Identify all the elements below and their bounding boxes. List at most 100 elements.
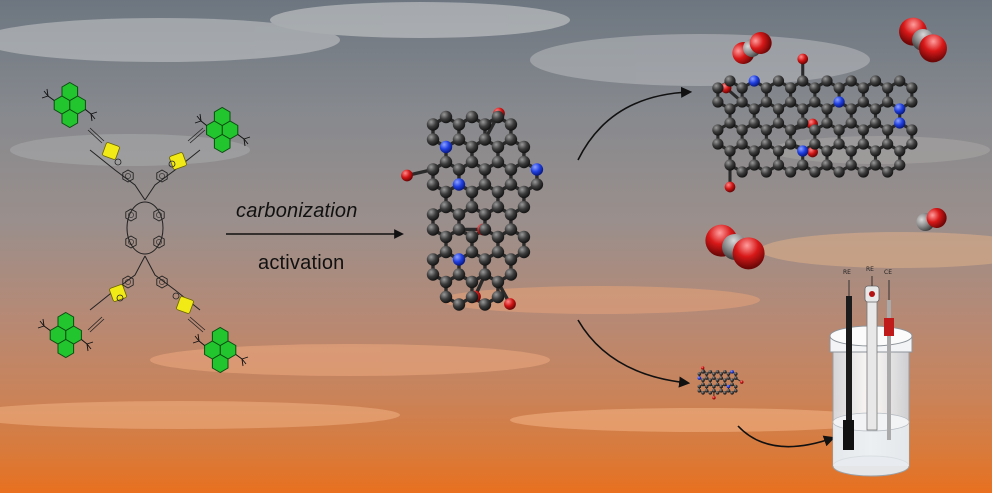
carbon-atom (465, 275, 479, 289)
nitrogen-atom (452, 178, 466, 191)
carbon-atom (733, 388, 738, 393)
carbon-atom (809, 138, 821, 150)
carbon-atom (719, 372, 723, 376)
doped-carbon-structure (401, 107, 544, 311)
carbon-atom (723, 382, 727, 387)
carbon-atom (491, 185, 505, 199)
oxygen-atom (401, 169, 413, 182)
carbon-atom (821, 117, 833, 129)
carbon-atom (504, 163, 518, 176)
carbon-atom (894, 145, 906, 157)
carbon-atom (845, 117, 857, 129)
small-carbon-structure (697, 366, 744, 400)
carbon-atom (882, 124, 894, 136)
carbon-atom (491, 245, 505, 259)
carbon-atom (869, 159, 882, 171)
carbon-atom (452, 268, 466, 281)
carbon-atom (452, 208, 466, 221)
carbon-atom (772, 117, 785, 129)
nitrogen-atom (439, 140, 453, 154)
carbon-atom (478, 298, 492, 311)
carbon-atom (439, 245, 453, 259)
carbon-atom (833, 138, 845, 150)
carbon-atom (748, 145, 760, 157)
carbon-atom (465, 110, 479, 124)
carbon-atom (701, 382, 705, 387)
carbon-atom (894, 159, 906, 171)
carbon-atom (760, 138, 772, 150)
oxygen-atom (797, 53, 809, 65)
carbon-atom (708, 378, 713, 383)
carbonization-label: carbonization (236, 200, 358, 222)
carbon-atom (517, 185, 531, 199)
carbon-atom (809, 124, 821, 136)
carbon-atom (426, 223, 440, 236)
carbon-atom (733, 372, 738, 376)
carbon-atom (748, 117, 760, 129)
carbon-atom (426, 253, 440, 266)
carbon-atom (906, 138, 918, 150)
carbon-atom (704, 372, 709, 376)
carbon-atom (704, 384, 709, 389)
carbon-atom (452, 223, 466, 236)
precursor-molecule (37, 82, 251, 373)
carbon-atom (821, 103, 833, 115)
carbon-atom (504, 223, 518, 236)
carbon-atom (857, 82, 869, 94)
nitrogen-atom (530, 163, 544, 176)
activation-label: activation (258, 252, 345, 274)
co-molecule (916, 207, 947, 232)
carbon-atom (894, 75, 906, 87)
carbon-atom (465, 185, 479, 199)
carbon-atom (708, 391, 713, 395)
carbon-atom (504, 178, 518, 191)
carbon-atom (701, 370, 705, 374)
carbon-atom (704, 376, 709, 380)
carbon-atom (478, 268, 492, 281)
nitrogen-atom (730, 370, 734, 374)
carbon-atom (452, 118, 466, 131)
carbon-atom (906, 82, 918, 94)
carbon-atom (439, 110, 453, 124)
carbon-atom (772, 75, 785, 87)
carbon-atom (833, 166, 845, 178)
carbon-atom (517, 200, 531, 214)
carbon-atom (736, 138, 748, 150)
electrode-labels: RE RE CE (843, 266, 892, 276)
arrow-to-cell (737, 425, 836, 448)
carbon-atom (491, 110, 505, 124)
carbon-atom (821, 75, 833, 87)
carbon-atom (715, 382, 720, 387)
carbon-atom (809, 96, 821, 108)
carbon-atom (723, 391, 727, 395)
carbon-atom (736, 166, 748, 178)
oxygen-atom (724, 181, 736, 193)
nitrogen-atom (894, 103, 906, 115)
carbon-atom (733, 384, 738, 389)
carbon-atom (478, 178, 492, 191)
carbon-atom (701, 391, 705, 395)
carbon-atom (736, 124, 748, 136)
nitrogen-atom (748, 75, 760, 87)
nitrogen-atom (797, 145, 809, 157)
oxygen-atom (712, 395, 716, 400)
carbon-atom (772, 103, 785, 115)
carbon-atom (869, 117, 882, 129)
carbon-atom (491, 140, 505, 154)
carbon-atom (478, 133, 492, 146)
carbon-atom (478, 253, 492, 266)
carbon-atom (797, 103, 809, 115)
carbon-atom (724, 75, 736, 87)
carbon-atom (426, 163, 440, 176)
carbon-atom (869, 145, 882, 157)
carbon-atom (845, 145, 857, 157)
carbon-atom (504, 268, 518, 281)
carbon-atom (697, 372, 702, 376)
carbon-atom (797, 159, 809, 171)
carbon-atom (760, 166, 772, 178)
carbon-atom (439, 230, 453, 244)
carbon-atom (426, 178, 440, 191)
carbon-atom (882, 96, 894, 108)
carbon-atom (723, 370, 727, 374)
